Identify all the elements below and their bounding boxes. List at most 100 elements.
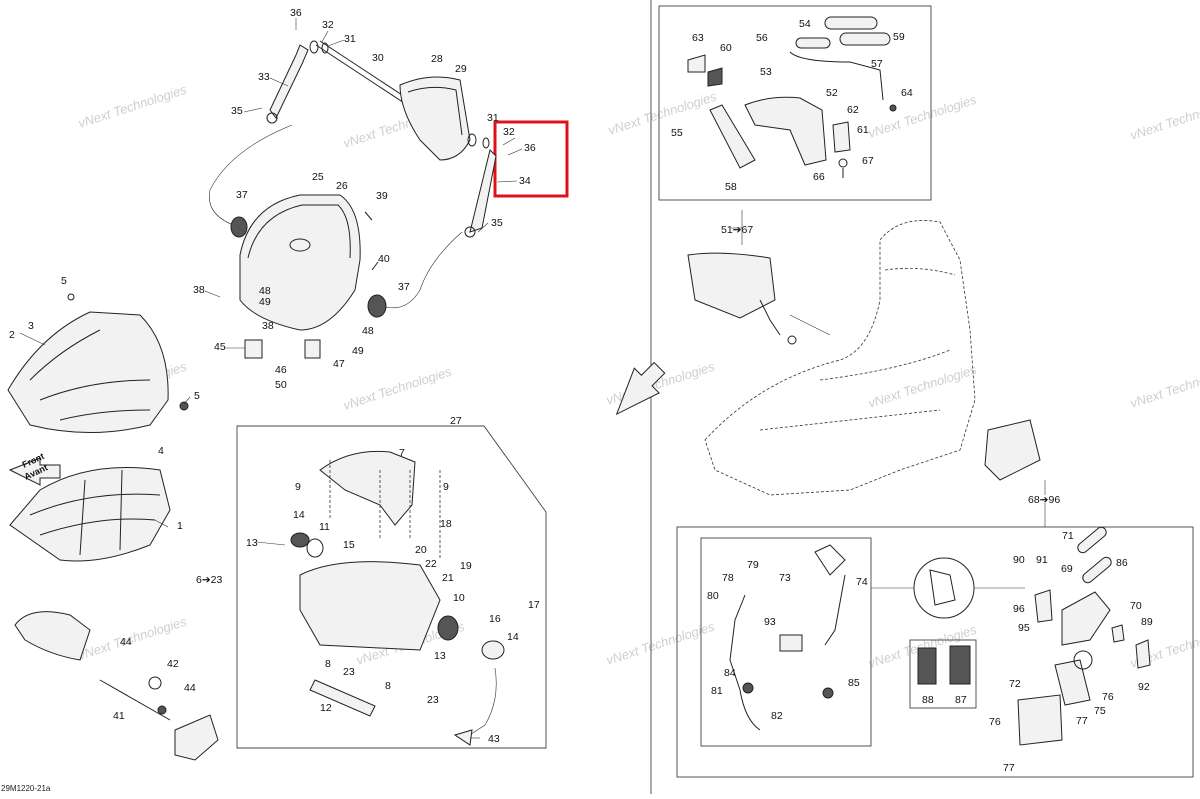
wire-73 bbox=[814, 544, 846, 576]
callout-8: 8 bbox=[385, 680, 391, 692]
callout-63: 63 bbox=[692, 32, 704, 44]
callout-17: 17 bbox=[528, 599, 540, 611]
callout-37: 37 bbox=[236, 189, 248, 201]
callout-38: 38 bbox=[193, 284, 205, 296]
clip-45 bbox=[244, 339, 263, 359]
watermark: vNext Technologies bbox=[1128, 362, 1200, 411]
callout-28: 28 bbox=[431, 53, 443, 65]
callout-25: 25 bbox=[312, 171, 324, 183]
callout-88: 88 bbox=[922, 694, 934, 706]
cylinder-14 bbox=[481, 640, 505, 660]
grab-handle bbox=[14, 611, 91, 661]
leader-curve bbox=[464, 667, 497, 739]
callout-11: 11 bbox=[319, 521, 330, 533]
handle-assembly-51-67 bbox=[687, 16, 897, 178]
callout-57: 57 bbox=[871, 58, 883, 70]
callout-1: 1 bbox=[177, 520, 183, 532]
decal-87 bbox=[949, 645, 971, 685]
callout-91: 91 bbox=[1036, 554, 1048, 566]
knob-right bbox=[367, 294, 387, 318]
cover-55 bbox=[709, 104, 756, 169]
callout-19: 19 bbox=[460, 560, 472, 572]
callout-42: 42 bbox=[167, 658, 179, 670]
callout-54: 54 bbox=[799, 18, 811, 30]
callout-29: 29 bbox=[455, 63, 467, 75]
wire-80 bbox=[729, 594, 761, 731]
callouts: 36 32 31 30 33 35 28 29 31 32 36 34 35 3… bbox=[9, 7, 1153, 774]
front-arrow-right bbox=[615, 361, 666, 416]
switch-60 bbox=[707, 67, 723, 87]
leader-curve bbox=[209, 124, 293, 227]
callout-39: 39 bbox=[376, 190, 388, 202]
bearing-10 bbox=[437, 615, 459, 641]
leader-lines bbox=[19, 18, 1046, 739]
callout-52: 52 bbox=[826, 87, 838, 99]
callout-78: 78 bbox=[722, 572, 734, 584]
module-93 bbox=[779, 634, 803, 652]
callout-33: 33 bbox=[258, 71, 270, 83]
callout-44: 44 bbox=[120, 636, 132, 648]
grip-59 bbox=[839, 32, 891, 46]
callout-48: 48 bbox=[259, 285, 271, 297]
callout-10: 10 bbox=[453, 592, 465, 604]
callout-58: 58 bbox=[725, 181, 737, 193]
seat-base bbox=[9, 467, 171, 562]
seat-base-assembly bbox=[290, 450, 505, 746]
callout-70: 70 bbox=[1130, 600, 1142, 612]
callout-93: 93 bbox=[764, 616, 776, 628]
bracket-arm-left bbox=[269, 44, 309, 119]
switch-89 bbox=[1111, 624, 1125, 643]
callout-32: 32 bbox=[322, 19, 334, 31]
housing-52 bbox=[744, 96, 827, 166]
callout-50: 50 bbox=[275, 379, 287, 391]
clip-43 bbox=[453, 729, 473, 746]
callout-60: 60 bbox=[720, 42, 732, 54]
bearing-14 bbox=[290, 532, 310, 548]
callout-77: 77 bbox=[1076, 715, 1088, 727]
callout-45: 45 bbox=[214, 341, 226, 353]
callout-75: 75 bbox=[1094, 705, 1106, 717]
frame-base bbox=[299, 561, 441, 651]
callout-12: 12 bbox=[320, 702, 332, 714]
callout-5: 5 bbox=[194, 390, 200, 402]
callout-89: 89 bbox=[1141, 616, 1153, 628]
callout-80: 80 bbox=[707, 590, 719, 602]
callout-71: 71 bbox=[1062, 530, 1074, 542]
detail-circle bbox=[913, 557, 975, 619]
callout-9: 9 bbox=[443, 481, 449, 493]
callout-36: 36 bbox=[524, 142, 536, 154]
switch-92 bbox=[1135, 639, 1151, 669]
watermark: vNext Technologies bbox=[866, 362, 979, 411]
callout-49: 49 bbox=[259, 296, 271, 308]
grip-56 bbox=[795, 37, 831, 49]
grip-54 bbox=[824, 16, 878, 30]
callout-38: 38 bbox=[262, 320, 274, 332]
callout-73: 73 bbox=[779, 572, 791, 584]
callout-4: 4 bbox=[158, 445, 164, 457]
knob-left bbox=[230, 216, 248, 238]
callout-9: 9 bbox=[295, 481, 301, 493]
backrest-cover-group bbox=[230, 194, 387, 359]
watermark: vNext Technologies bbox=[76, 614, 189, 663]
left-seat-group: Front Avant bbox=[7, 293, 189, 562]
callout-49: 49 bbox=[352, 345, 364, 357]
callout-37: 37 bbox=[398, 281, 410, 293]
heated-backrest-frame bbox=[676, 526, 1194, 778]
seat-base-frame bbox=[236, 425, 547, 749]
backrest-cover bbox=[239, 194, 361, 331]
callout-34: 34 bbox=[519, 175, 531, 187]
callout-76: 76 bbox=[989, 716, 1001, 728]
callout-51-to-67: 51➔67 bbox=[721, 224, 753, 236]
callout-36: 36 bbox=[290, 7, 302, 19]
callout-46: 46 bbox=[275, 364, 287, 376]
bracket-75 bbox=[1054, 659, 1091, 706]
switch-81 bbox=[742, 682, 754, 694]
handle-51-67 bbox=[687, 252, 776, 319]
callout-84: 84 bbox=[724, 667, 736, 679]
callout-30: 30 bbox=[372, 52, 384, 64]
callout-66: 66 bbox=[813, 171, 825, 183]
callout-21: 21 bbox=[442, 572, 454, 584]
clip-47 bbox=[304, 339, 321, 359]
